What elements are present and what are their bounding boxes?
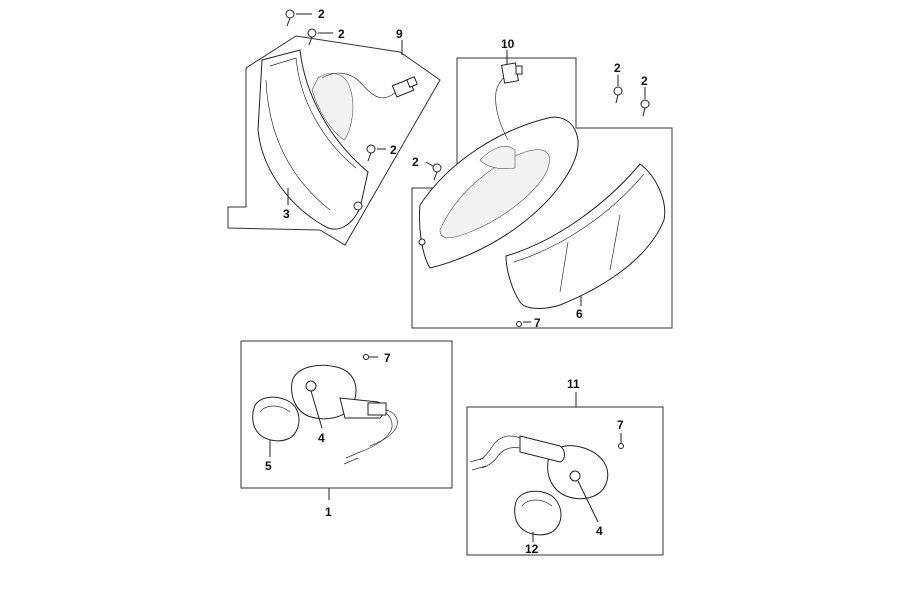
label-assembly-right: 11 bbox=[567, 377, 580, 391]
label-harness-left: 9 bbox=[396, 27, 403, 41]
label-lens-small-left: 5 bbox=[265, 459, 272, 473]
assembly-right-box bbox=[466, 406, 664, 556]
label-harness-right: 10 bbox=[501, 37, 515, 51]
label-lens-right: 6 bbox=[576, 307, 583, 321]
label-assembly-left: 1 bbox=[325, 505, 332, 519]
lens-right-part bbox=[505, 163, 666, 309]
screw-icon bbox=[307, 28, 333, 46]
screw-icon bbox=[366, 144, 386, 162]
label-screw-f: 2 bbox=[412, 155, 419, 169]
rear-left-lamp-outline bbox=[227, 35, 441, 246]
label-clip-right: 7 bbox=[617, 418, 624, 432]
lens-left-part bbox=[257, 49, 369, 230]
label-bulb-right: 4 bbox=[596, 524, 603, 538]
rear-left-lamp-group bbox=[227, 35, 441, 246]
screw-icon bbox=[613, 75, 623, 104]
rear-right-lamp-group bbox=[411, 57, 673, 329]
label-clip-left: 7 bbox=[384, 351, 391, 365]
assembly-left-group bbox=[240, 340, 453, 489]
assembly-left-box bbox=[240, 340, 453, 489]
label-screw-c: 2 bbox=[390, 143, 397, 157]
label-bulb-left: 4 bbox=[318, 431, 325, 445]
label-lens-left: 3 bbox=[283, 207, 290, 221]
clip-icon bbox=[516, 321, 531, 327]
label-screw-d: 2 bbox=[614, 61, 621, 75]
label-screw-a: 2 bbox=[318, 7, 325, 21]
label-lens-small-right: 12 bbox=[525, 542, 539, 556]
screw-icon bbox=[640, 87, 650, 117]
lens-small-left-part bbox=[252, 396, 300, 442]
screw-icon bbox=[425, 161, 442, 181]
assembly-right-group bbox=[466, 406, 664, 556]
label-screw-e: 2 bbox=[641, 74, 648, 88]
lens-small-right-part bbox=[514, 490, 562, 536]
harness-left-part bbox=[321, 72, 397, 99]
label-clip-top: 7 bbox=[534, 316, 541, 330]
screw-icon bbox=[285, 9, 312, 27]
label-screw-b: 2 bbox=[338, 27, 345, 41]
